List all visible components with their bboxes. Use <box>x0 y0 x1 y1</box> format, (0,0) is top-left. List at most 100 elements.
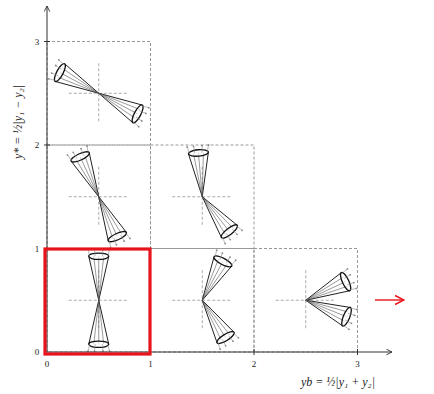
jet-track <box>202 197 233 229</box>
particle-tip <box>356 308 358 310</box>
dijet <box>202 249 239 350</box>
particle-tip <box>229 239 231 241</box>
jet-track <box>99 197 118 237</box>
jet-track <box>306 286 348 300</box>
particle-arrow <box>49 79 56 81</box>
jet-rim <box>89 341 109 347</box>
particle-tip <box>116 244 118 246</box>
jet-cone <box>188 152 208 197</box>
particle-tip <box>51 72 53 74</box>
jet-track <box>202 264 227 301</box>
jet-rim <box>213 254 234 269</box>
particle-arrow <box>139 111 146 114</box>
cell-outline <box>151 145 255 249</box>
particle-tip <box>354 314 356 316</box>
tick-label: 0 <box>35 348 40 357</box>
particle-tip <box>349 274 351 276</box>
particle-tip <box>72 151 74 153</box>
particle-arrow <box>194 146 195 153</box>
particle-arrow <box>187 147 189 154</box>
tick-label: 1 <box>148 360 153 369</box>
particle-arrow <box>88 344 90 351</box>
particle-arrow <box>87 146 88 153</box>
particle-tip <box>129 238 131 240</box>
jet-rim <box>188 149 208 157</box>
jet-rim <box>89 253 109 259</box>
jet-rim <box>107 230 128 244</box>
x-axis <box>47 352 392 353</box>
tick <box>44 41 50 42</box>
cell-outline <box>47 42 151 146</box>
particle-arrow <box>229 336 233 342</box>
particle-tip <box>237 337 239 339</box>
jet-rim <box>70 150 91 164</box>
particle-arrow <box>109 240 110 247</box>
jet-cone <box>89 300 109 344</box>
particle-arrow <box>220 253 223 260</box>
jet-cone <box>89 256 109 300</box>
cell-outline <box>254 249 358 353</box>
particle-tip <box>148 107 150 109</box>
particle-arrow <box>126 233 131 239</box>
particle-tip <box>236 233 238 235</box>
particle-tip <box>232 340 234 342</box>
jet-track <box>98 256 99 300</box>
particle-arrow <box>223 339 226 345</box>
axis-label: y* = ½|y₁ − y₂| <box>12 85 24 159</box>
jet-track <box>80 157 99 197</box>
direction-arrow <box>375 299 404 300</box>
particle-arrow <box>94 344 96 351</box>
particle-arrow <box>227 234 231 240</box>
particle-arrow <box>102 344 104 351</box>
particle-tip <box>58 59 60 61</box>
jet-track <box>306 300 347 316</box>
particle-arrow <box>226 257 230 263</box>
dijet <box>48 59 150 128</box>
particle-arrow <box>52 73 59 76</box>
particle-arrow <box>207 145 208 152</box>
jet-track <box>85 155 99 197</box>
particle-tip <box>86 145 88 147</box>
jet-track <box>306 282 346 301</box>
particle-tip <box>138 126 140 128</box>
axis-label: yb = ½|y₁ + y₂| <box>301 376 375 388</box>
jet-track <box>306 300 349 312</box>
tick-label: 1 <box>35 244 40 253</box>
jet-track <box>306 277 344 300</box>
particle-tip <box>353 282 355 284</box>
particle-arrow <box>56 66 62 70</box>
jet-track <box>99 93 136 118</box>
particle-arrow <box>345 320 351 323</box>
jet-rim <box>339 271 353 292</box>
tick-label: 2 <box>252 360 257 369</box>
particle-tip <box>141 120 143 122</box>
particle-arrow <box>344 275 350 279</box>
dijet <box>186 144 243 244</box>
jet-track <box>98 300 99 344</box>
tick <box>254 349 255 355</box>
particle-arrow <box>73 152 77 158</box>
jet-track <box>99 197 113 239</box>
particle-tip <box>216 249 218 251</box>
particle-tip <box>219 348 221 350</box>
particle-arrow <box>222 237 225 244</box>
particle-arrow <box>108 344 110 351</box>
particle-arrow <box>342 269 348 274</box>
particle-tip <box>351 322 353 324</box>
particle-tip <box>145 112 147 114</box>
particle-arrow <box>59 60 64 65</box>
particle-tip <box>225 345 227 347</box>
jet-rim <box>340 306 353 327</box>
jet-track <box>193 153 202 196</box>
particle-arrow <box>136 117 142 121</box>
particle-tip <box>48 78 50 80</box>
particle-tip <box>356 288 358 290</box>
jet-track <box>202 261 223 300</box>
particle-arrow <box>233 333 238 338</box>
jet-track <box>202 300 221 340</box>
particle-tip <box>229 256 231 258</box>
dijet <box>306 268 358 330</box>
y-axis <box>47 6 48 352</box>
particle-arrow <box>114 238 116 245</box>
